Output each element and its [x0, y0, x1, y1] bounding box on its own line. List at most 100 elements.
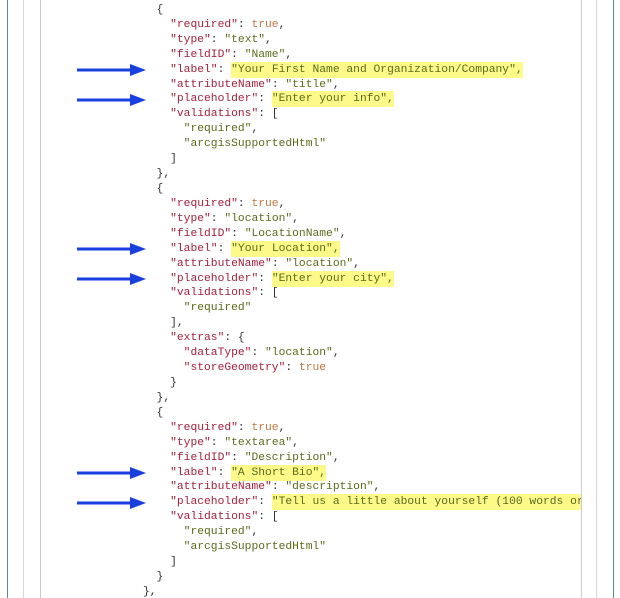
- json-key: "storeGeometry": [183, 362, 286, 375]
- highlighted-value: "Your First Name and Organization/Compan…: [231, 61, 523, 78]
- code-line: "required": true,: [143, 18, 581, 33]
- code-line: "fieldID": "Name",: [143, 48, 581, 63]
- json-punctuation: },: [157, 0, 171, 1]
- code-panel: },{"required": true,"type": "text","fiel…: [40, 0, 582, 598]
- json-punctuation: :: [271, 78, 286, 91]
- code-line: "required": true,: [143, 421, 581, 436]
- code-line: "type": "text",: [143, 33, 581, 48]
- json-key: "fieldID": [170, 451, 232, 464]
- json-punctuation: ,: [353, 257, 360, 270]
- json-key: "dataType": [183, 347, 252, 360]
- json-punctuation: }: [156, 570, 164, 583]
- arrow-right-icon: [77, 64, 146, 77]
- json-punctuation: {: [156, 3, 164, 16]
- highlighted-value: "Enter your info",: [271, 91, 394, 108]
- code-line: {: [143, 406, 581, 421]
- json-string: "location": [265, 347, 333, 360]
- json-punctuation: :: [258, 93, 272, 106]
- json-punctuation: {: [156, 182, 164, 195]
- json-punctuation: ]: [170, 153, 177, 166]
- json-punctuation: :: [210, 436, 225, 449]
- json-key: "validations": [170, 108, 259, 121]
- json-key: "required": [170, 421, 238, 434]
- json-key: "type": [170, 33, 211, 46]
- json-key: "type": [170, 212, 211, 225]
- json-punctuation: : [: [258, 287, 279, 300]
- json-punctuation: :: [237, 18, 252, 31]
- code-line: },: [143, 391, 581, 406]
- json-punctuation: : {: [224, 332, 245, 345]
- code-line: },: [143, 0, 581, 3]
- arrow-right-icon: [77, 273, 146, 286]
- code-line: "extras": {: [143, 331, 581, 346]
- code-line: "attributeName": "title",: [143, 78, 581, 93]
- json-punctuation: :: [231, 48, 245, 61]
- json-punctuation: ,: [332, 347, 340, 360]
- json-punctuation: :: [285, 362, 299, 375]
- json-boolean: true: [251, 421, 279, 434]
- highlighted-value: "A Short Bio",: [231, 464, 327, 481]
- json-string: "required": [183, 123, 252, 136]
- json-string: "location": [224, 212, 293, 225]
- code-line: "dataType": "location",: [143, 346, 581, 361]
- json-punctuation: :: [217, 242, 232, 255]
- json-punctuation: ,: [265, 33, 272, 46]
- json-punctuation: ,: [278, 421, 286, 434]
- json-punctuation: ,: [373, 481, 381, 494]
- code-line: "validations": [: [143, 107, 581, 122]
- code-line: "arcgisSupportedHtml": [143, 137, 581, 152]
- json-boolean: true: [298, 362, 327, 375]
- json-punctuation: :: [210, 33, 225, 46]
- highlighted-value: "Tell us a little about yourself (100 wo…: [271, 494, 581, 511]
- json-key: "fieldID": [170, 48, 232, 61]
- json-key: "label": [170, 63, 218, 76]
- json-string: "title": [285, 78, 333, 91]
- json-string: "required": [183, 526, 252, 539]
- code-line: "required": true,: [143, 197, 581, 212]
- code-line: "attributeName": "location",: [143, 257, 581, 272]
- code-line: {: [143, 182, 581, 197]
- code-line: "label": "Your First Name and Organizati…: [143, 61, 581, 78]
- json-key: "extras": [170, 332, 225, 345]
- code-line: },: [143, 585, 581, 598]
- code-line: "placeholder": "Enter your info",: [143, 91, 581, 108]
- json-string: "description": [285, 481, 374, 494]
- json-boolean: true: [251, 197, 279, 210]
- json-string: "textarea": [224, 436, 293, 449]
- code-line: ],: [143, 316, 581, 331]
- json-key: "required": [170, 197, 238, 210]
- arrow-right-icon: [77, 243, 146, 256]
- json-punctuation: ,: [292, 436, 299, 449]
- code-line: ]: [143, 152, 581, 167]
- json-punctuation: },: [156, 168, 171, 181]
- json-key: "validations": [170, 287, 259, 300]
- code-line: ]: [143, 555, 581, 570]
- json-key: "required": [170, 18, 238, 31]
- code-line: "type": "location",: [143, 212, 581, 227]
- json-punctuation: :: [258, 272, 272, 285]
- json-punctuation: ,: [332, 451, 340, 464]
- json-punctuation: : [: [258, 108, 279, 121]
- code-line: "validations": [: [143, 510, 581, 525]
- outer-window-border: [7, 0, 614, 598]
- json-boolean: true: [251, 18, 279, 31]
- code-line: }: [143, 570, 581, 585]
- json-punctuation: ,: [339, 227, 347, 240]
- json-punctuation: ,: [332, 78, 340, 91]
- code-line: "label": "A Short Bio",: [143, 464, 581, 481]
- code-line: }: [143, 376, 581, 391]
- json-punctuation: :: [271, 481, 286, 494]
- json-key: "label": [170, 466, 218, 479]
- json-punctuation: ],: [170, 317, 184, 330]
- json-string: "Name": [244, 48, 286, 61]
- highlighted-value: "Your Location",: [231, 240, 340, 257]
- code-line: },: [143, 167, 581, 182]
- json-string: "location": [285, 257, 354, 270]
- json-punctuation: ,: [251, 526, 259, 539]
- code-line: "required": [143, 301, 581, 316]
- arrow-right-icon: [77, 93, 146, 106]
- json-punctuation: :: [217, 466, 232, 479]
- json-key: "attributeName": [170, 257, 272, 270]
- code-line: "fieldID": "Description",: [143, 451, 581, 466]
- json-key: "attributeName": [170, 481, 272, 494]
